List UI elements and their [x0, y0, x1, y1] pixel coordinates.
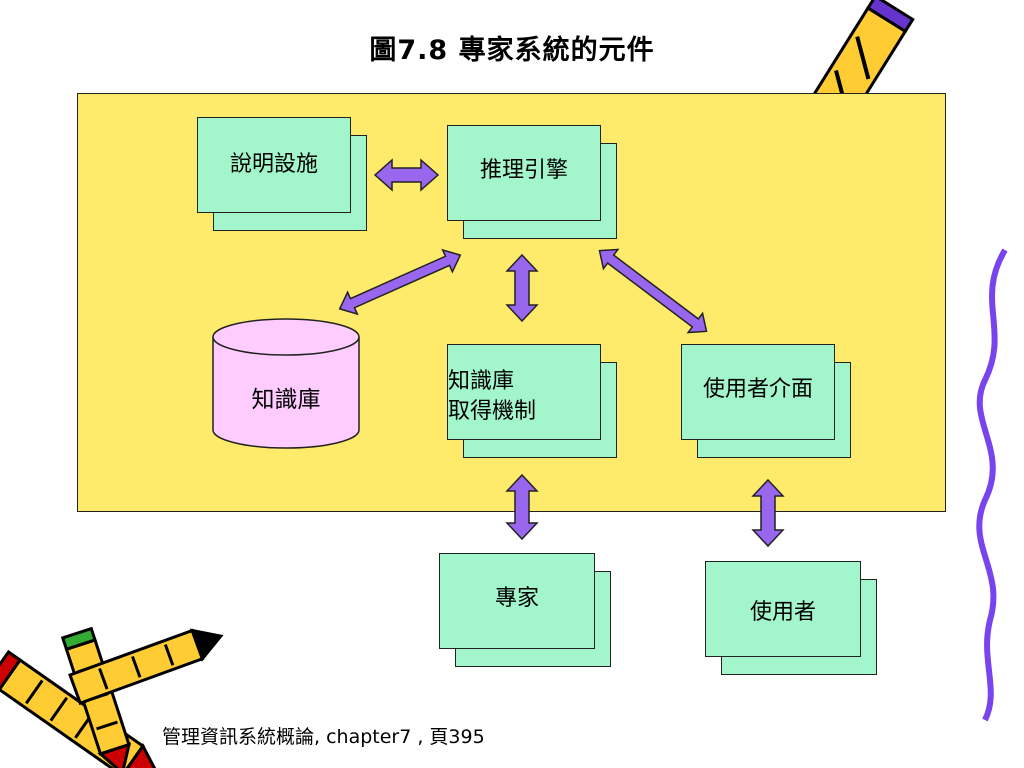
knowledge-base-cylinder — [212, 318, 360, 449]
arrow-acquisition-expert — [505, 473, 539, 541]
knowledge-acquisition-box: 知識庫 取得機制 — [447, 344, 617, 458]
source-caption: 管理資訊系統概論, chapter7 , 頁395 — [162, 726, 485, 748]
knowledge-acquisition-line2: 取得機制 — [448, 398, 537, 424]
user-box: 使用者 — [705, 561, 877, 675]
arrow-inference-knowledgebase — [338, 248, 462, 316]
expert-box: 專家 — [439, 553, 611, 667]
squiggle-line-icon — [976, 248, 1008, 722]
inference-engine-box: 推理引擎 — [447, 125, 617, 239]
knowledge-acquisition-line1: 知識庫 — [448, 369, 515, 394]
user-label: 使用者 — [749, 600, 816, 625]
knowledge-base-label: 知識庫 — [251, 387, 321, 413]
expert-label: 專家 — [494, 586, 539, 611]
user-interface-box: 使用者介面 — [681, 344, 851, 458]
arrow-inference-acquisition — [505, 253, 539, 323]
inference-engine-label: 推理引擎 — [479, 158, 568, 183]
arrow-inference-userinterface — [598, 248, 708, 334]
explanation-facility-box: 說明設施 — [197, 117, 367, 231]
page-title: 圖7.8 專家系統的元件 — [369, 35, 655, 66]
explanation-facility-label: 說明設施 — [229, 152, 318, 178]
arrow-userinterface-user — [751, 478, 785, 548]
pencil-bottom-left-icon — [0, 626, 224, 768]
user-interface-label: 使用者介面 — [702, 377, 813, 402]
arrow-explanation-inference — [373, 158, 440, 192]
